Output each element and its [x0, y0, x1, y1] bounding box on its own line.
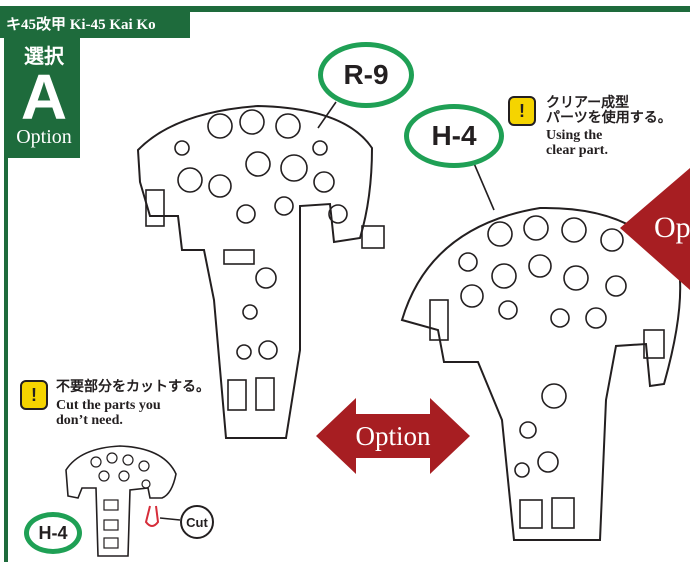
option-a-block: 選択 A Option: [8, 38, 80, 158]
callout-h4: H-4: [404, 104, 504, 168]
partial-option-arrow: [620, 168, 690, 290]
warning-icon-cut: !: [20, 380, 48, 410]
leader-r9: [317, 101, 337, 129]
callout-r9: R-9: [318, 42, 414, 108]
instrument-panel-small: [65, 445, 181, 557]
option-arrow-label: Option: [355, 421, 431, 451]
partial-arrow-label: Op: [654, 211, 690, 244]
option-label: Option: [16, 126, 72, 148]
instrument-panel-left: [136, 104, 385, 439]
warning-icon-clear: !: [508, 96, 536, 126]
note-cut-jp: 不要部分をカットする。: [56, 380, 210, 395]
note-clear-en: Using the clear part.: [546, 128, 608, 158]
instrument-panel-right: [400, 206, 682, 541]
left-rule: [4, 38, 8, 562]
callout-h4-small: H-4: [24, 512, 82, 554]
option-double-arrow: [316, 398, 470, 474]
header-rule: [0, 6, 690, 12]
option-select-label: 選択: [24, 46, 64, 68]
cut-label: Cut: [180, 505, 214, 539]
header-title: キ45改甲 Ki-45 Kai Ko: [0, 12, 190, 38]
option-letter: A: [20, 61, 68, 133]
note-clear-jp: クリアー成型 パーツを使用する。: [546, 96, 672, 126]
note-cut-en: Cut the parts you don’t need.: [56, 398, 161, 428]
